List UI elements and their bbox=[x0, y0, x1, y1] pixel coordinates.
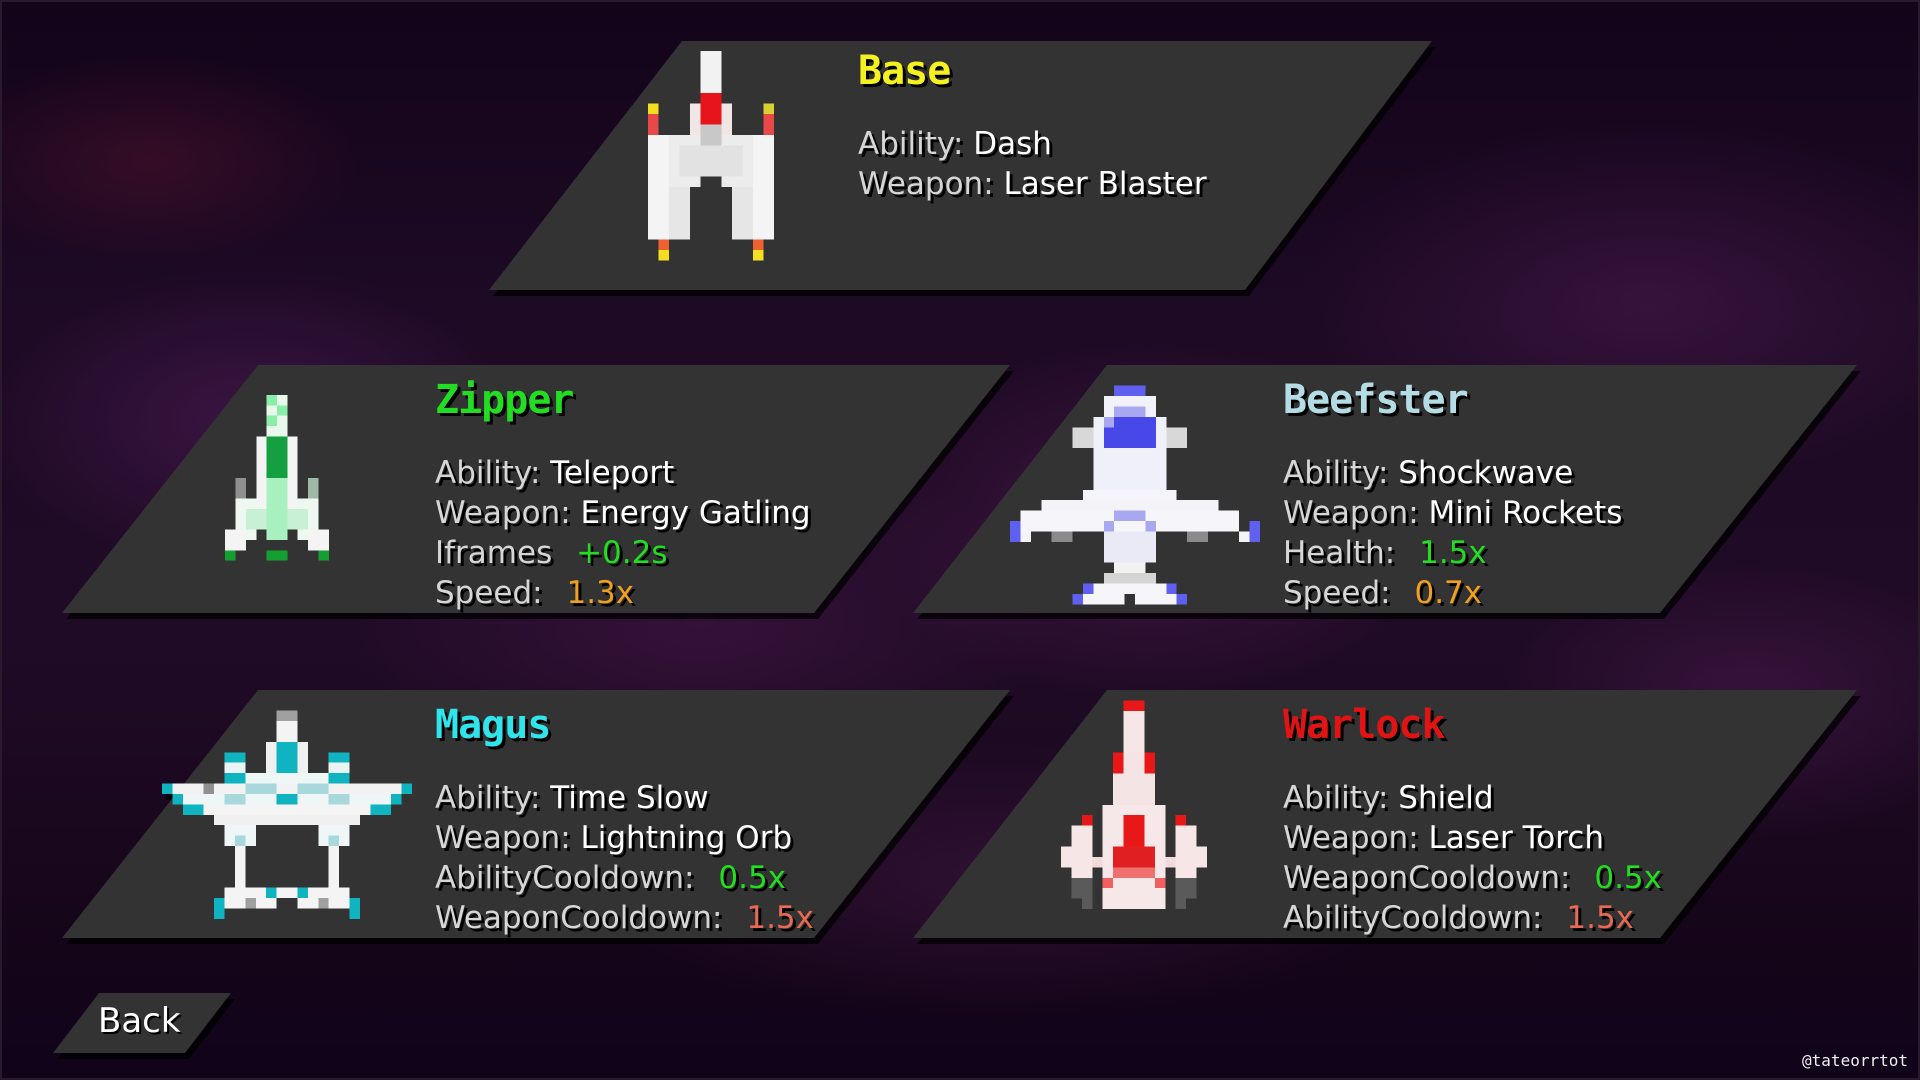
stat-ability: Ability: Time Slow bbox=[435, 780, 709, 816]
beefster-ship-icon bbox=[1010, 385, 1260, 605]
creator-watermark: @tateorrtot bbox=[1802, 1051, 1908, 1070]
ship-card-magus[interactable]: Magus Ability: Time Slow Weapon: Lightni… bbox=[62, 690, 1010, 938]
stat-speed: Speed: 0.7x bbox=[1283, 575, 1483, 611]
stat-ability: Ability: Shield bbox=[1283, 780, 1494, 816]
ship-card-warlock[interactable]: Warlock Ability: Shield Weapon: Laser To… bbox=[913, 690, 1857, 938]
ship-card-beefster[interactable]: Beefster Ability: Shockwave Weapon: Mini… bbox=[913, 365, 1857, 613]
stat-ability-cooldown: AbilityCooldown: 0.5x bbox=[435, 860, 787, 896]
ship-name: Zipper bbox=[435, 377, 574, 423]
ship-card-base[interactable]: Base Ability: Dash Weapon: Laser Blaster bbox=[489, 41, 1432, 290]
stat-ability: Ability: Teleport bbox=[435, 455, 675, 491]
stat-ability: Ability: Dash bbox=[858, 126, 1052, 162]
stat-weapon: Weapon: Laser Torch bbox=[1283, 820, 1604, 856]
stat-weapon: Weapon: Mini Rockets bbox=[1283, 495, 1623, 531]
stat-ability-cooldown: AbilityCooldown: 1.5x bbox=[1283, 900, 1635, 936]
stat-iframes: Iframes +0.2s bbox=[435, 535, 668, 571]
stat-weapon-cooldown: WeaponCooldown: 0.5x bbox=[1283, 860, 1662, 896]
base-ship-icon bbox=[648, 51, 774, 261]
ship-name: Warlock bbox=[1283, 702, 1446, 748]
back-button-label: Back bbox=[98, 1001, 181, 1041]
back-button[interactable]: Back bbox=[53, 993, 231, 1053]
warlock-ship-icon bbox=[1061, 700, 1207, 910]
ship-name: Beefster bbox=[1283, 377, 1469, 423]
stat-speed: Speed: 1.3x bbox=[435, 575, 635, 611]
stat-weapon: Weapon: Energy Gatling bbox=[435, 495, 811, 531]
magus-ship-icon bbox=[162, 710, 412, 919]
zipper-ship-icon bbox=[225, 395, 329, 561]
stat-weapon: Weapon: Laser Blaster bbox=[858, 166, 1207, 202]
stat-weapon: Weapon: Lightning Orb bbox=[435, 820, 793, 856]
stat-weapon-cooldown: WeaponCooldown: 1.5x bbox=[435, 900, 814, 936]
stat-ability: Ability: Shockwave bbox=[1283, 455, 1574, 491]
ship-card-zipper[interactable]: Zipper Ability: Teleport Weapon: Energy … bbox=[62, 365, 1010, 613]
ship-name: Magus bbox=[435, 702, 551, 748]
stat-health: Health: 1.5x bbox=[1283, 535, 1487, 571]
ship-name: Base bbox=[858, 48, 951, 94]
